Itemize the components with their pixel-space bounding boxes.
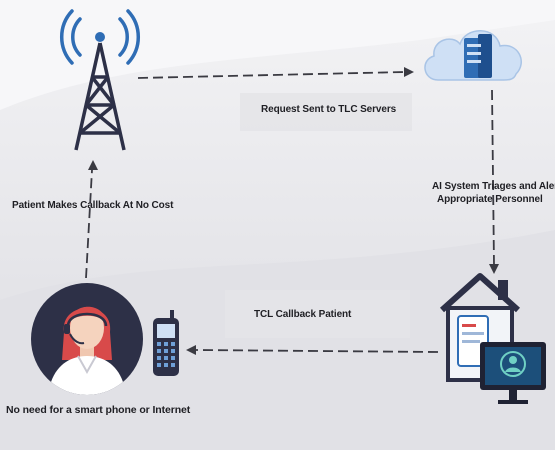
arrow-patient-to-tower	[85, 169, 93, 279]
arrow-tower-to-cloud	[137, 71, 406, 79]
cell-tower-icon	[59, 9, 141, 151]
cloud-server-icon	[424, 30, 522, 81]
callback-box	[225, 290, 410, 338]
callback-label: TCL Callback Patient	[254, 309, 352, 320]
request-label: Request Sent to TLC Servers	[261, 104, 397, 115]
patient-call-label: Patient Makes Callback At No Cost	[12, 200, 174, 211]
no-smartphone-note: No need for a smart phone or Internet	[6, 404, 191, 416]
patient-avatar-icon	[31, 283, 143, 395]
arrow-cloud-to-house	[491, 89, 495, 266]
triage-label-line2: Appropriate Personnel	[437, 194, 543, 205]
mobile-phone-icon	[153, 310, 179, 376]
arrow-house-to-phone	[194, 349, 439, 353]
triage-label-line1: AI System Triages and Alerts	[432, 181, 555, 192]
request-box	[240, 93, 412, 131]
house-devices-icon	[439, 273, 546, 404]
